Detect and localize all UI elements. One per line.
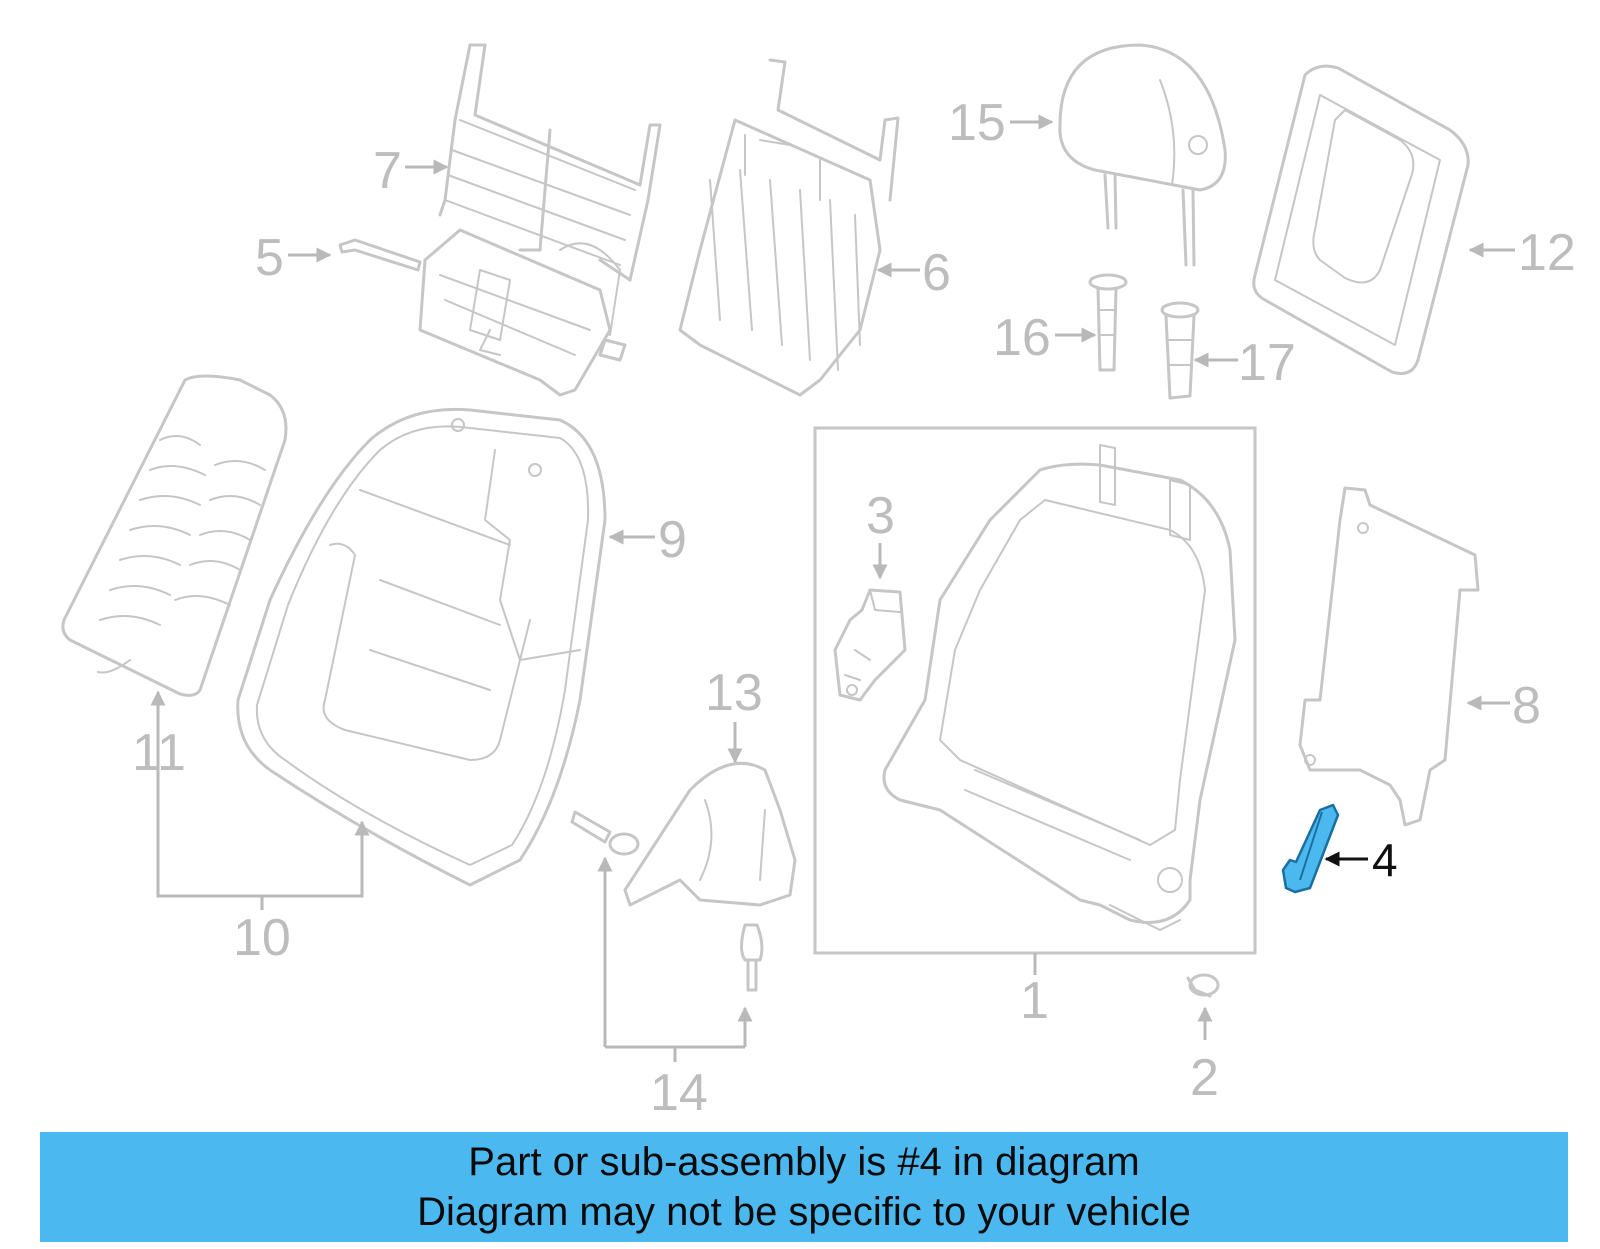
callout-9: 9 (658, 511, 687, 569)
part-6-lumbar (678, 58, 900, 397)
callout-13: 13 (705, 664, 763, 722)
part-9-back-cover (236, 407, 607, 887)
part-10-bracket (150, 690, 370, 910)
leader-lines (288, 114, 1515, 1040)
callout-3: 3 (866, 487, 895, 545)
callout-16: 16 (993, 309, 1051, 367)
part-5-rod (338, 238, 422, 272)
callout-14: 14 (650, 1064, 708, 1122)
info-banner: Part or sub-assembly is #4 in diagram Di… (40, 1132, 1568, 1242)
part-8-back-board (1298, 486, 1480, 827)
banner-line-part: Part or sub-assembly is #4 in diagram (468, 1140, 1140, 1184)
part-2-nut (1186, 973, 1220, 998)
callout-7: 7 (373, 142, 402, 200)
part-13-side-cover (623, 761, 797, 907)
callout-2: 2 (1190, 1049, 1219, 1107)
part-3-recliner (833, 588, 907, 702)
banner-line-disclaimer: Diagram may not be specific to your vehi… (417, 1190, 1191, 1234)
callout-10: 10 (233, 909, 291, 967)
part-7-wire-frame (418, 43, 662, 397)
part-12-back-panel (1252, 64, 1470, 375)
callout-17: 17 (1238, 334, 1296, 392)
callout-4[interactable]: 4 (1372, 834, 1398, 886)
callout-8: 8 (1512, 677, 1541, 735)
callout-12: 12 (1518, 224, 1576, 282)
callout-6: 6 (922, 244, 951, 302)
callout-labels: 1 2 3 4 5 6 7 8 9 10 11 12 13 14 15 16 1… (132, 94, 1576, 1122)
callout-11: 11 (132, 724, 186, 782)
part-14-clips (570, 810, 764, 1062)
part-11-foam-pad (61, 374, 288, 697)
callout-5: 5 (255, 229, 284, 287)
callout-15: 15 (948, 94, 1006, 152)
part-16-guide (1088, 273, 1128, 372)
part-15-headrest (1058, 43, 1227, 267)
part-4-highlighted[interactable] (1281, 803, 1340, 894)
part-17-guide (1160, 301, 1200, 400)
callout-1: 1 (1020, 972, 1049, 1030)
